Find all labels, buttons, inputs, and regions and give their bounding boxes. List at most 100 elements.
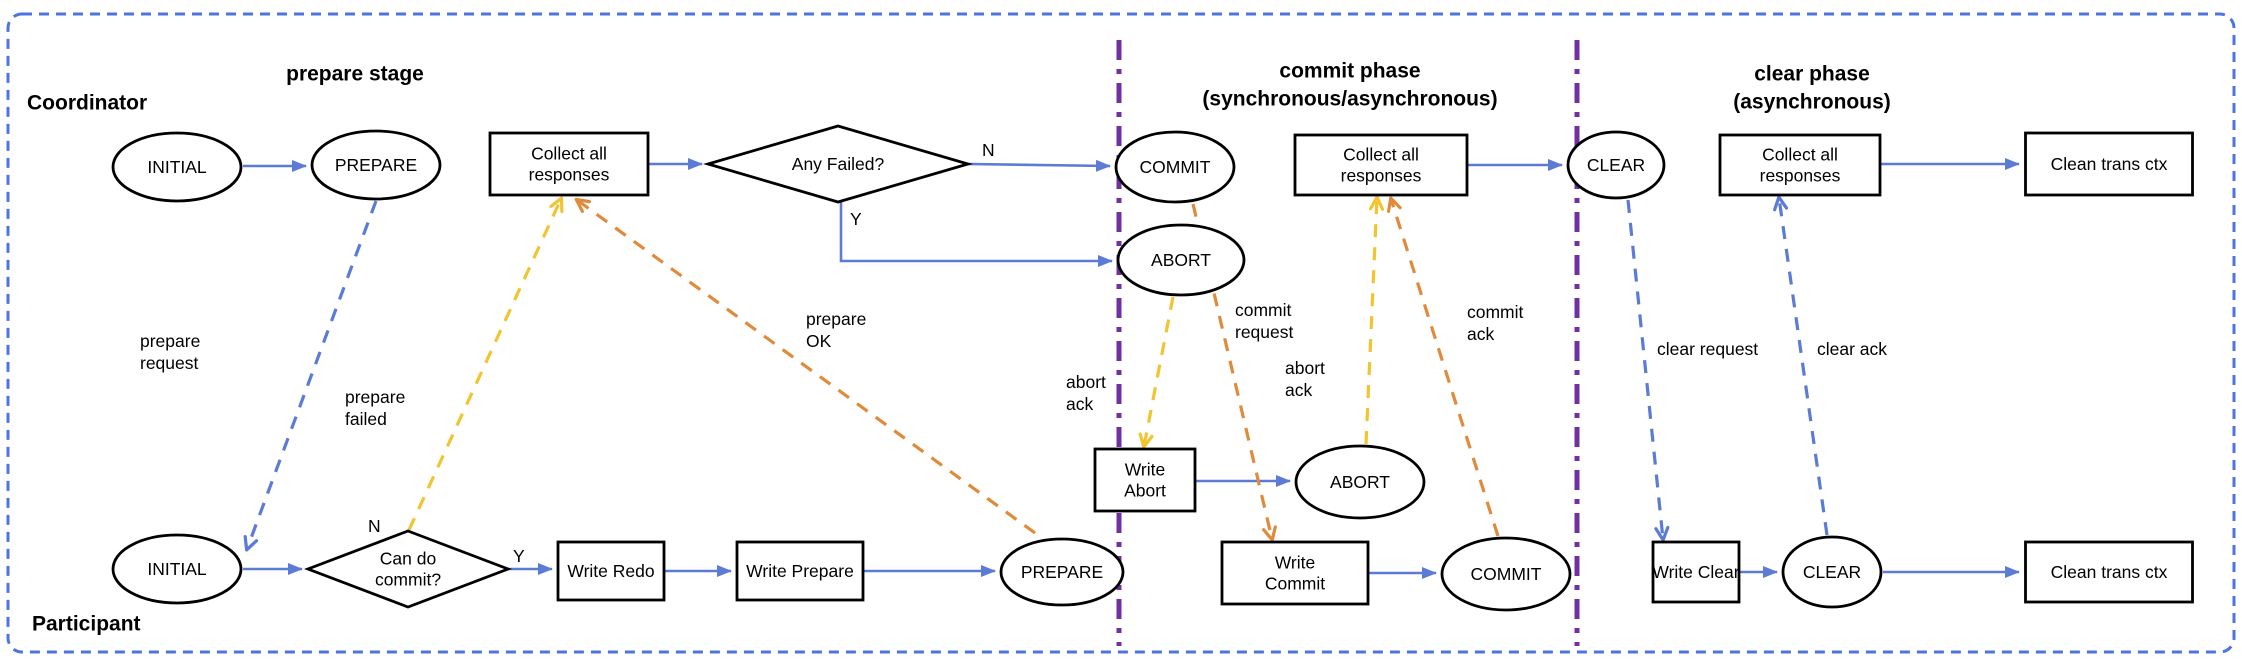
clear-phase-title: clear phase: [1754, 63, 1870, 86]
edge-abort-ack-msg: [1364, 195, 1385, 445]
write-abort-shape: [1093, 447, 1197, 513]
node-label-any-failed-decision: Any Failed?: [792, 154, 885, 174]
edge-prepare-request-msg: [243, 200, 378, 552]
label-clear-ack-label: clear ack: [1817, 339, 1887, 359]
edge-prepare-ok-msg: [574, 197, 1036, 535]
participant-commit-shape: [1440, 536, 1572, 612]
node-label-collect-responses-prepare: Collect all: [531, 144, 607, 164]
label-any-failed-y-label: Y: [850, 209, 862, 229]
node-label-clean-trans-ctx-top: Clean trans ctx: [2051, 154, 2168, 174]
coordinator-abort-shape: [1116, 223, 1246, 297]
coordinator-clear-shape: [1566, 130, 1666, 200]
can-do-commit-decision-shape: [304, 529, 512, 609]
edge-any-failed-y-to-abort: [839, 202, 1113, 267]
node-label-collect-responses-prepare: responses: [529, 165, 610, 185]
edge-clear-ack-msg: [1773, 195, 1829, 536]
node-label-write-abort: Write: [1125, 460, 1166, 480]
edge-clear-request-msg: [1626, 199, 1670, 542]
label-abort-ack-label: abort: [1285, 358, 1325, 378]
diagram-border: [6, 12, 2236, 654]
label-prepare-request-label: prepare: [140, 331, 200, 351]
node-clean-trans-ctx-top: Clean trans ctx: [2024, 131, 2194, 197]
edge-commit-ack-msg: [1387, 196, 1500, 537]
node-label-participant-clear: CLEAR: [1803, 562, 1861, 582]
node-participant-abort: ABORT: [1294, 444, 1426, 520]
label-can-do-y-label: Y: [513, 546, 525, 566]
node-participant-prepare: PREPARE: [999, 537, 1125, 607]
node-label-write-abort: Abort: [1124, 481, 1166, 501]
node-label-participant-prepare: PREPARE: [1021, 562, 1103, 582]
write-clear-shape: [1651, 540, 1741, 604]
node-label-coordinator-initial: INITIAL: [147, 157, 207, 177]
label-prepare-ok-label: OK: [806, 331, 832, 351]
participant-abort-shape: [1294, 444, 1426, 520]
node-label-collect-responses-commit: responses: [1341, 166, 1422, 186]
write-commit-shape: [1220, 540, 1370, 606]
node-coordinator-abort: ABORT: [1116, 223, 1246, 297]
node-participant-initial: INITIAL: [111, 533, 243, 605]
node-label-collect-responses-clear: Collect all: [1762, 145, 1838, 165]
node-coordinator-commit: COMMIT: [1114, 130, 1236, 204]
label-commit-request-label: commit: [1235, 300, 1292, 320]
node-label-participant-initial: INITIAL: [147, 559, 207, 579]
prepare-stage-title: prepare stage: [286, 63, 424, 86]
coordinator-initial-shape: [111, 131, 243, 203]
node-participant-commit: COMMIT: [1440, 536, 1572, 612]
node-clean-trans-ctx-bottom: Clean trans ctx: [2024, 540, 2194, 604]
coordinator-prepare-shape: [310, 129, 442, 201]
any-failed-decision-shape: [703, 124, 973, 204]
node-coordinator-clear: CLEAR: [1566, 130, 1666, 200]
node-label-clean-trans-ctx-bottom: Clean trans ctx: [2051, 562, 2168, 582]
label-commit-ack-label: ack: [1467, 324, 1494, 344]
label-abort-ack-left-label: abort: [1066, 372, 1106, 392]
node-label-write-commit: Commit: [1265, 574, 1325, 594]
node-coordinator-initial: INITIAL: [111, 131, 243, 203]
label-commit-request-label: request: [1235, 322, 1294, 342]
node-coordinator-prepare: PREPARE: [310, 129, 442, 201]
label-commit-ack-label: commit: [1467, 302, 1524, 322]
label-abort-ack-label: ack: [1285, 380, 1312, 400]
participant-initial-shape: [111, 533, 243, 605]
node-label-coordinator-prepare: PREPARE: [335, 155, 417, 175]
node-write-redo: Write Redo: [556, 540, 666, 602]
node-label-collect-responses-clear: responses: [1760, 166, 1841, 186]
clean-trans-ctx-bottom-shape: [2024, 540, 2194, 604]
label-abort-ack-left-label: ack: [1066, 394, 1093, 414]
label-prepare-ok-label: prepare: [806, 309, 866, 329]
node-label-can-do-commit-decision: Can do: [380, 549, 436, 569]
write-prepare-shape: [735, 540, 865, 602]
edge-any-failed-n-to-commit: [967, 159, 1111, 172]
participant-lane-label: Participant: [32, 613, 141, 636]
node-write-clear: Write Clear: [1651, 540, 1741, 604]
node-label-collect-responses-commit: Collect all: [1343, 145, 1419, 165]
label-prepare-request-label: request: [140, 353, 199, 373]
commit-phase-title: (synchronous/asynchronous): [1202, 88, 1497, 111]
node-write-prepare: Write Prepare: [735, 540, 865, 602]
participant-prepare-shape: [999, 537, 1125, 607]
node-label-can-do-commit-decision: commit?: [375, 570, 441, 590]
label-prepare-failed-label: prepare: [345, 387, 405, 407]
node-label-write-commit: Write: [1275, 553, 1316, 573]
label-prepare-failed-label: failed: [345, 409, 387, 429]
write-redo-shape: [556, 540, 666, 602]
node-participant-clear: CLEAR: [1781, 535, 1883, 609]
edge-prepare-failed-msg: [407, 196, 564, 531]
label-any-failed-n-label: N: [982, 140, 995, 160]
label-clear-request-label: clear request: [1657, 339, 1758, 359]
node-any-failed-decision: Any Failed?: [703, 124, 973, 204]
clean-trans-ctx-top-shape: [2024, 131, 2194, 197]
coordinator-commit-shape: [1114, 130, 1236, 204]
node-label-coordinator-abort: ABORT: [1151, 250, 1211, 270]
node-label-write-prepare: Write Prepare: [746, 561, 854, 581]
collect-responses-clear-shape: [1718, 133, 1882, 197]
participant-clear-shape: [1781, 535, 1883, 609]
node-label-write-redo: Write Redo: [567, 561, 654, 581]
coordinator-lane-label: Coordinator: [27, 92, 147, 115]
